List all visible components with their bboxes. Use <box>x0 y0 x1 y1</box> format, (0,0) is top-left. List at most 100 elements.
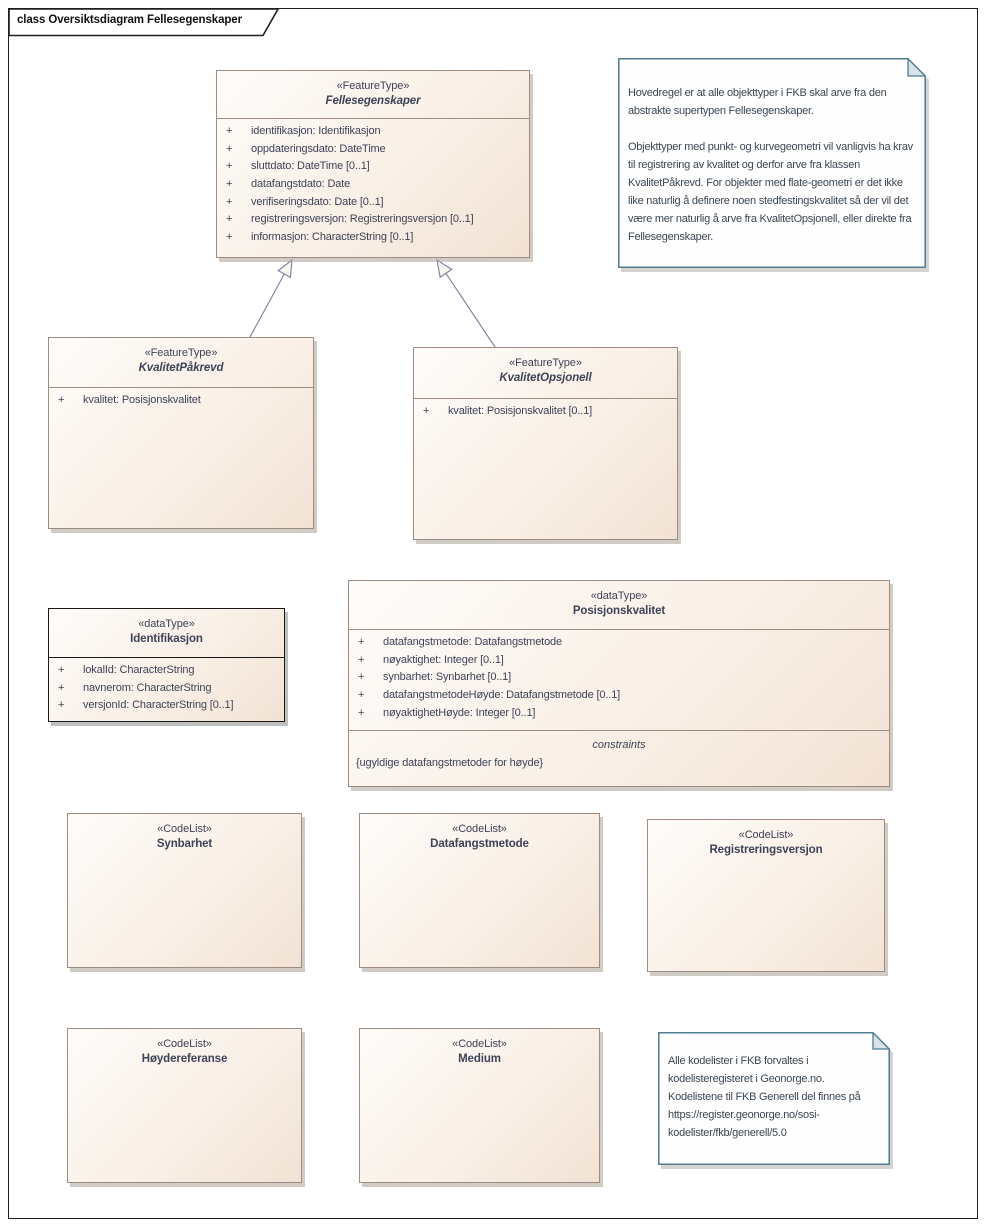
attribute-text: kvalitet: Posisjonskvalitet <box>83 394 201 406</box>
note-shape <box>618 58 926 268</box>
visibility-marker: + <box>58 394 65 406</box>
visibility-marker: + <box>58 681 65 694</box>
class-name: Datafangstmetode <box>430 838 529 850</box>
class-name: Fellesegenskaper <box>325 95 421 107</box>
class-name: Synbarhet <box>156 838 213 850</box>
attribute-text: verifiseringsdato: Date [0..1] <box>251 195 384 208</box>
stereotype-label: «CodeList» <box>452 1038 507 1050</box>
attribute-row: + verifiseringsdato: Date [0..1] <box>217 194 529 212</box>
codelist-hoydereferanse[interactable]: «CodeList» Høydereferanse <box>67 1028 302 1183</box>
attributes-compartment: + kvalitet: Posisjonskvalitet [0..1] <box>414 399 677 421</box>
constraints-label: constraints <box>592 739 646 751</box>
attribute-row: + navnerom: CharacterString <box>49 680 284 698</box>
visibility-marker: + <box>226 231 233 244</box>
attribute-text: informasjon: CharacterString [0..1] <box>251 231 414 244</box>
attributes-compartment: +identifikasjon: Identifikasjon + oppdate… <box>217 119 529 247</box>
visibility-marker: + <box>358 653 365 666</box>
diagram-frame <box>8 8 978 1219</box>
attribute-row: + oppdateringsdato: DateTime <box>217 141 529 159</box>
note-dogear-fold <box>872 1032 890 1050</box>
class-name: Posisjonskvalitet <box>572 605 666 617</box>
visibility-marker: + <box>226 178 233 191</box>
attribute-row: + kvalitet: Posisjonskvalitet <box>49 392 313 410</box>
visibility-marker: + <box>358 636 365 648</box>
class-name: Høydereferanse <box>141 1053 228 1065</box>
attributes-compartment: + kvalitet: Posisjonskvalitet <box>49 388 313 410</box>
class-header: «CodeList» Datafangstmetode <box>360 814 599 850</box>
note-inheritance-rule[interactable]: Hovedregel er at alle objekttyper i FKB … <box>618 58 926 268</box>
attribute-text: nøyaktighet: Integer [0..1] <box>383 653 504 666</box>
class-fellesegenskaper[interactable]: «FeatureType» Fellesegenskaper +identifi… <box>216 70 530 258</box>
class-name: Registreringsversjon <box>709 844 823 856</box>
attribute-text: registreringsversjon: Registreringsversj… <box>251 213 474 226</box>
attribute-row: + informasjon: CharacterString [0..1] <box>217 229 529 247</box>
frame-tab <box>8 8 280 37</box>
class-header: «dataType» Posisjonskvalitet <box>349 581 889 630</box>
attribute-text: versjonId: CharacterString [0..1] <box>83 699 234 712</box>
codelist-synbarhet[interactable]: «CodeList» Synbarhet <box>67 813 302 968</box>
stereotype-label: «CodeList» <box>738 829 794 841</box>
attribute-row: + versjonId: CharacterString [0..1] <box>49 697 284 715</box>
class-header: «FeatureType» KvalitetOpsjonell <box>414 348 677 399</box>
visibility-marker: + <box>226 125 233 137</box>
note-text: Hovedregel er at alle objekttyper i FKB … <box>628 87 913 243</box>
attribute-row: +identifikasjon: Identifikasjon <box>217 123 529 141</box>
constraints-compartment: constraints {ugyldige datafangstmetoder … <box>349 730 889 772</box>
attribute-text: datafangstmetodeHøyde: Datafangstmetode … <box>383 689 621 702</box>
note-text: Alle kodelister i FKB forvaltes i kodeli… <box>668 1055 861 1139</box>
class-header: «FeatureType» KvalitetPåkrevd <box>49 338 313 388</box>
attribute-text: sluttdato: DateTime [0..1] <box>251 160 370 173</box>
attribute-text: datafangstdato: Date <box>251 178 351 191</box>
visibility-marker: + <box>226 195 233 208</box>
stereotype-label: «CodeList» <box>157 1038 212 1050</box>
class-header: «dataType» Identifikasjon <box>49 609 284 658</box>
visibility-marker: + <box>58 699 65 712</box>
class-identifikasjon[interactable]: «dataType» Identifikasjon + lokalId: Char… <box>48 608 285 722</box>
stereotype-label: «CodeList» <box>157 823 212 835</box>
stereotype-label: «FeatureType» <box>144 347 218 359</box>
attribute-row: +sluttdato: DateTime [0..1] <box>217 158 529 176</box>
frame-title: class Oversiktsdiagram Fellesegenskaper <box>17 14 242 26</box>
attribute-text: oppdateringsdato: DateTime <box>251 142 386 155</box>
class-header: «CodeList» Høydereferanse <box>68 1029 301 1065</box>
attribute-row: +registreringsversjon: Registreringsvers… <box>217 211 529 229</box>
stereotype-label: «dataType» <box>590 590 648 602</box>
visibility-marker: + <box>358 706 365 719</box>
attribute-text: navnerom: CharacterString <box>83 681 212 694</box>
attribute-row: + lokalId: CharacterString <box>49 662 284 680</box>
visibility-marker: + <box>358 671 365 684</box>
note-shape <box>658 1032 890 1165</box>
attribute-row: + synbarhet: Synbarhet [0..1] <box>349 669 889 687</box>
attribute-row: + datafangstmetode: Datafangstmetode <box>349 634 889 652</box>
class-header: «CodeList» Medium <box>360 1029 599 1065</box>
class-posisjonskvalitet[interactable]: «dataType» Posisjonskvalitet +datafangst… <box>348 580 890 787</box>
attribute-row: + nøyaktighetHøyde: Integer [0..1] <box>349 705 889 723</box>
constraint-text: {ugyldige datafangstmetoder for høyde} <box>356 757 543 769</box>
visibility-marker: + <box>423 405 430 417</box>
note-codelist-registry[interactable]: Alle kodelister i FKB forvaltes i kodeli… <box>658 1032 890 1165</box>
codelist-datafangstmetode[interactable]: «CodeList» Datafangstmetode <box>359 813 600 968</box>
codelist-registreringsversjon[interactable]: «CodeList» Registreringsversjon <box>647 819 885 972</box>
stereotype-label: «FeatureType» <box>509 357 582 369</box>
class-kvalitetpakrevd[interactable]: «FeatureType» KvalitetPåkrevd + kvalitet:… <box>48 337 314 529</box>
attribute-text: synbarhet: Synbarhet [0..1] <box>383 671 512 684</box>
attribute-row: +datafangstmetodeHøyde: Datafangstmetode… <box>349 687 889 705</box>
class-name: KvalitetOpsjonell <box>499 372 592 384</box>
attribute-text: kvalitet: Posisjonskvalitet [0..1] <box>448 405 593 417</box>
attributes-compartment: + datafangstmetode: Datafangstmetode + nøy… <box>349 630 889 730</box>
class-header: «FeatureType» Fellesegenskaper <box>217 71 529 119</box>
attribute-text: datafangstmetode: Datafangstmetode <box>383 636 562 648</box>
visibility-marker: + <box>58 664 65 676</box>
visibility-marker: + <box>226 142 233 155</box>
class-kvalitetopsjonell[interactable]: «FeatureType» KvalitetOpsjonell + kvalite… <box>413 347 678 540</box>
class-header: «CodeList» Registreringsversjon <box>648 820 884 856</box>
stereotype-label: «CodeList» <box>452 823 507 835</box>
attribute-row: + datafangstdato: Date <box>217 176 529 194</box>
attribute-text: lokalId: CharacterString <box>83 664 195 676</box>
attribute-text: nøyaktighetHøyde: Integer [0..1] <box>383 706 536 719</box>
attribute-row: + kvalitet: Posisjonskvalitet [0..1] <box>414 403 677 421</box>
class-name: Identifikasjon <box>130 633 203 645</box>
class-name: KvalitetPåkrevd <box>138 362 224 374</box>
codelist-medium[interactable]: «CodeList» Medium <box>359 1028 600 1183</box>
